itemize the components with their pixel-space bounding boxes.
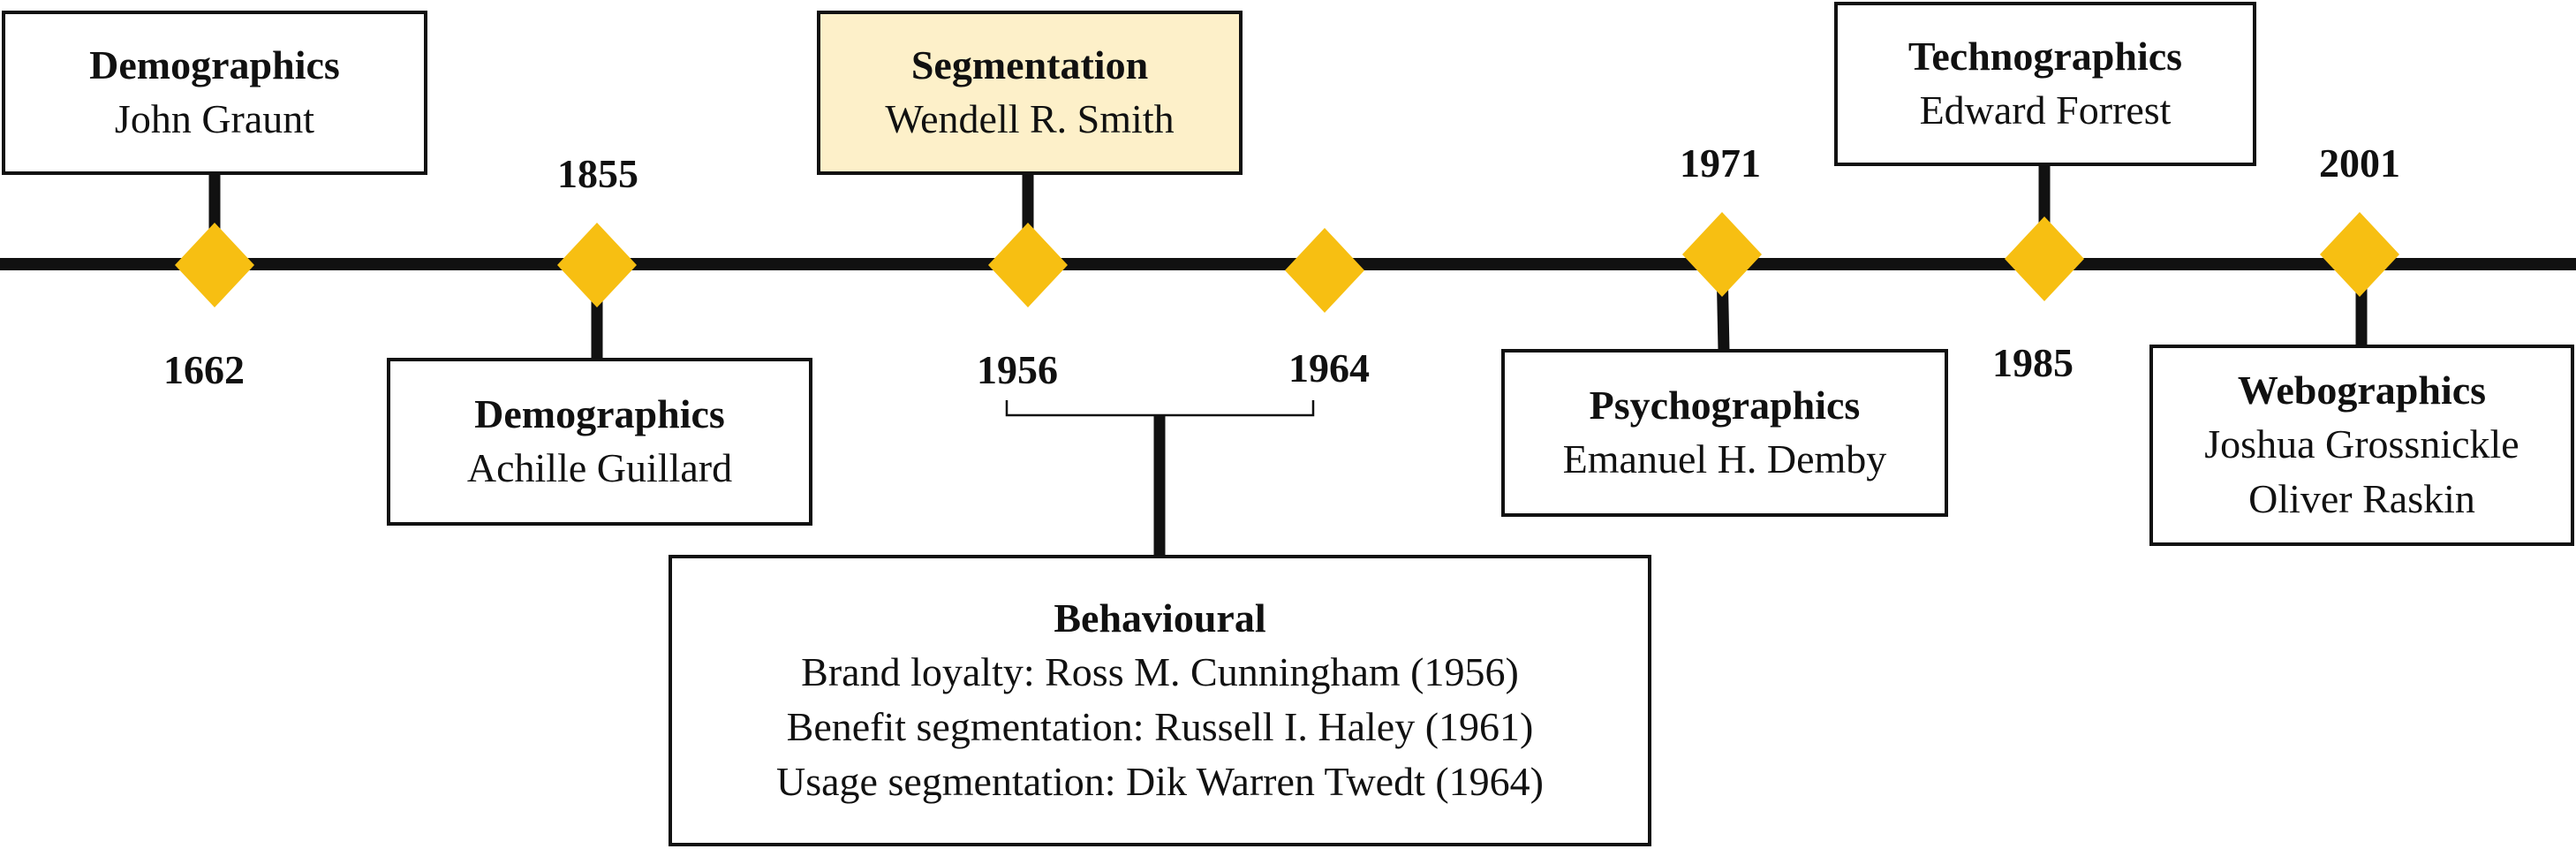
diamond-marker-1662 <box>175 223 254 307</box>
box-line: Joshua Grossnickle <box>2204 421 2519 466</box>
box-title: Demographics <box>89 42 340 87</box>
box-line: Usage segmentation: Dik Warren Twedt (19… <box>776 759 1544 804</box>
box-line: John Graunt <box>114 96 315 141</box>
diamond-marker-1855 <box>557 223 637 307</box>
box-webographics: Webographics Joshua Grossnickle Oliver R… <box>2149 345 2574 546</box>
box-psychographics-demby: Psychographics Emanuel H. Demby <box>1501 349 1948 517</box>
year-label-1662: 1662 <box>163 347 245 392</box>
box-line: Brand loyalty: Ross M. Cunningham (1956) <box>801 649 1519 694</box>
box-line: Wendell R. Smith <box>885 96 1175 141</box>
box-demographics-graunt: Demographics John Graunt <box>2 11 427 175</box>
diamond-marker-1985 <box>2005 216 2084 301</box>
year-label-2001: 2001 <box>2319 140 2400 186</box>
box-title: Demographics <box>474 391 725 436</box>
diamond-marker-1956 <box>988 223 1068 307</box>
box-title: Segmentation <box>910 42 1149 87</box>
box-title: Webographics <box>2237 368 2487 413</box>
box-line: Achille Guillard <box>466 445 733 490</box>
year-label-1964: 1964 <box>1288 345 1370 390</box>
year-label-1971: 1971 <box>1680 140 1761 186</box>
box-line: Benefit segmentation: Russell I. Haley (… <box>786 704 1534 749</box>
diamond-marker-1971 <box>1682 212 1762 297</box>
box-line: Oliver Raskin <box>2248 476 2475 521</box>
box-line: Edward Forrest <box>1919 87 2172 133</box>
box-technographics-forrest: Technographics Edward Forrest <box>1834 2 2256 166</box>
box-title: Technographics <box>1907 34 2183 79</box>
box-line: Emanuel H. Demby <box>1562 436 1887 481</box>
box-title: Psychographics <box>1589 383 1861 428</box>
box-demographics-guillard: Demographics Achille Guillard <box>387 358 812 526</box>
year-label-1855: 1855 <box>557 151 638 196</box>
year-label-1956: 1956 <box>977 347 1058 392</box>
box-title: Behavioural <box>1054 595 1266 641</box>
diamond-marker-1964 <box>1285 228 1364 313</box>
year-label-1985: 1985 <box>1992 340 2074 385</box>
bracket-1956-1964 <box>1005 400 1315 417</box>
box-segmentation-smith: Segmentation Wendell R. Smith <box>817 11 1243 175</box>
diamond-marker-2001 <box>2320 212 2399 297</box>
box-behavioural: Behavioural Brand loyalty: Ross M. Cunni… <box>669 555 1651 846</box>
